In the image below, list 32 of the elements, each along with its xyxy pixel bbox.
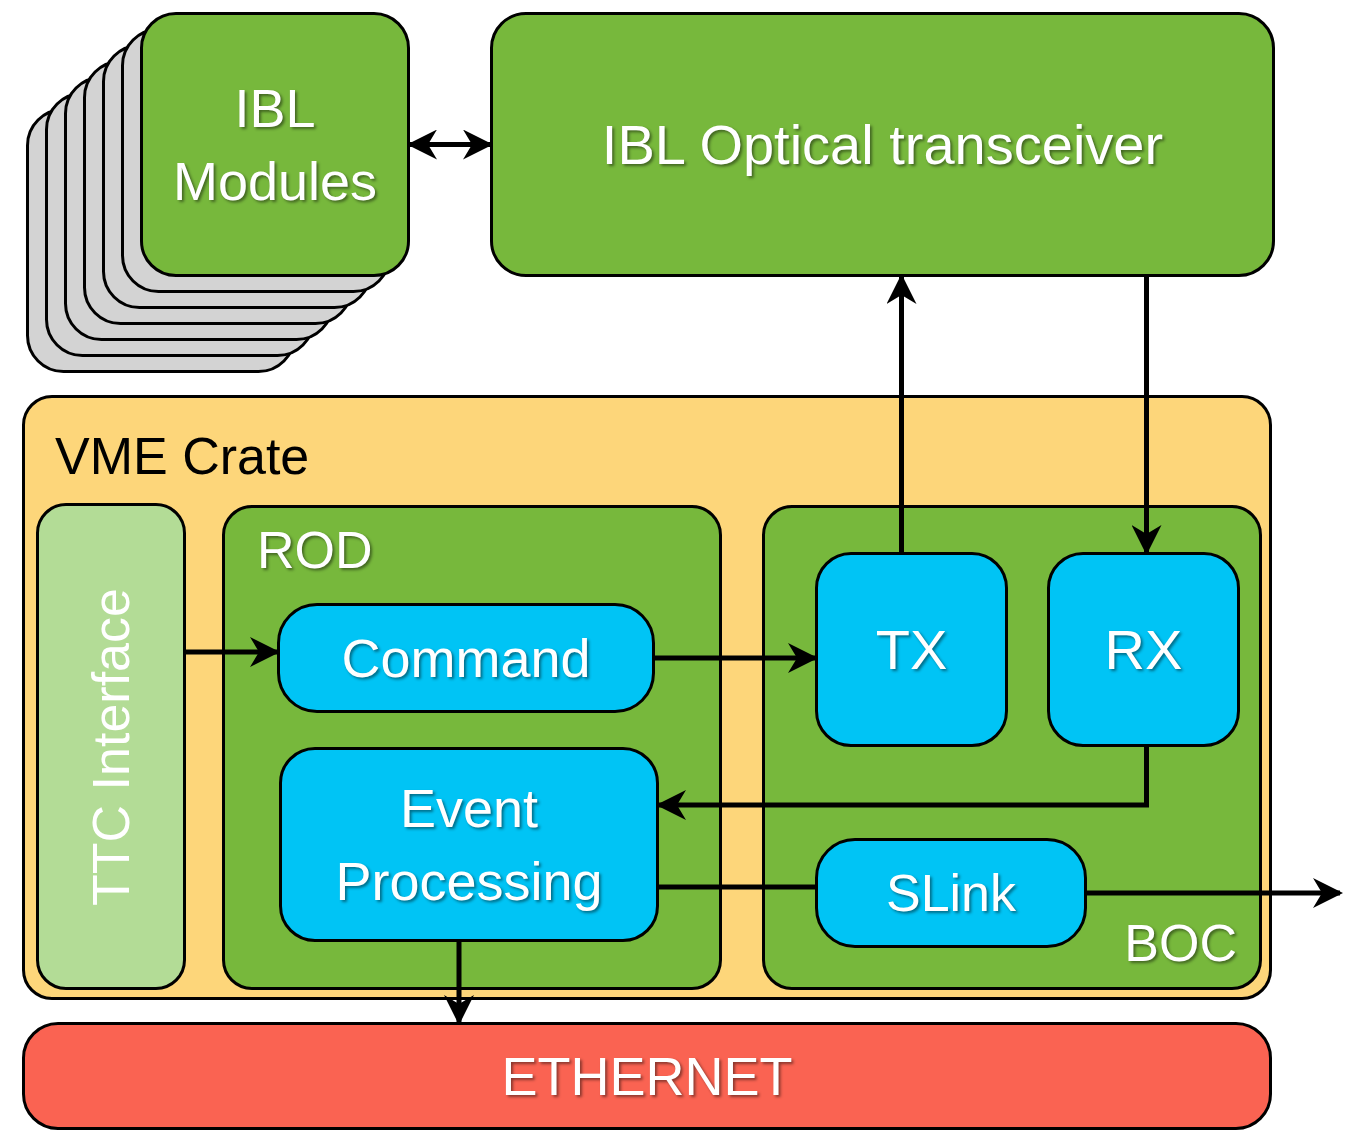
arrow bbox=[407, 129, 493, 160]
node-label: IBL Optical transceiver bbox=[601, 111, 1164, 178]
board-box bbox=[762, 505, 1262, 990]
arrow bbox=[444, 942, 474, 1025]
node-label: Command bbox=[341, 626, 591, 690]
node-label: IBL Modules bbox=[171, 76, 379, 213]
process-box bbox=[815, 552, 1008, 747]
node-label: TTC Interface bbox=[85, 587, 137, 906]
arrow bbox=[886, 274, 917, 552]
network-bar bbox=[22, 1022, 1272, 1130]
process-box bbox=[1047, 552, 1240, 747]
arrow bbox=[1087, 878, 1343, 908]
node-label: BOC bbox=[1124, 917, 1237, 969]
node-label: Event Processing bbox=[334, 776, 604, 913]
transceiver-box bbox=[490, 12, 1275, 277]
node-label: VME Crate bbox=[55, 430, 310, 482]
process-box bbox=[279, 747, 659, 942]
node-label: RX bbox=[1104, 616, 1183, 683]
crate-container bbox=[22, 395, 1272, 1000]
board-box bbox=[222, 505, 722, 990]
node-label: ETHERNET bbox=[501, 1044, 793, 1108]
arrow bbox=[656, 747, 1149, 820]
node-label: SLink bbox=[885, 863, 1017, 924]
interface-box bbox=[36, 503, 186, 990]
arrow bbox=[655, 643, 818, 673]
arrow bbox=[1131, 277, 1162, 555]
process-box bbox=[277, 603, 655, 713]
node-label: TX bbox=[875, 616, 948, 683]
process-box bbox=[815, 838, 1087, 948]
node-label: ROD bbox=[257, 524, 373, 576]
arrow bbox=[186, 637, 280, 667]
module-box bbox=[140, 12, 410, 277]
